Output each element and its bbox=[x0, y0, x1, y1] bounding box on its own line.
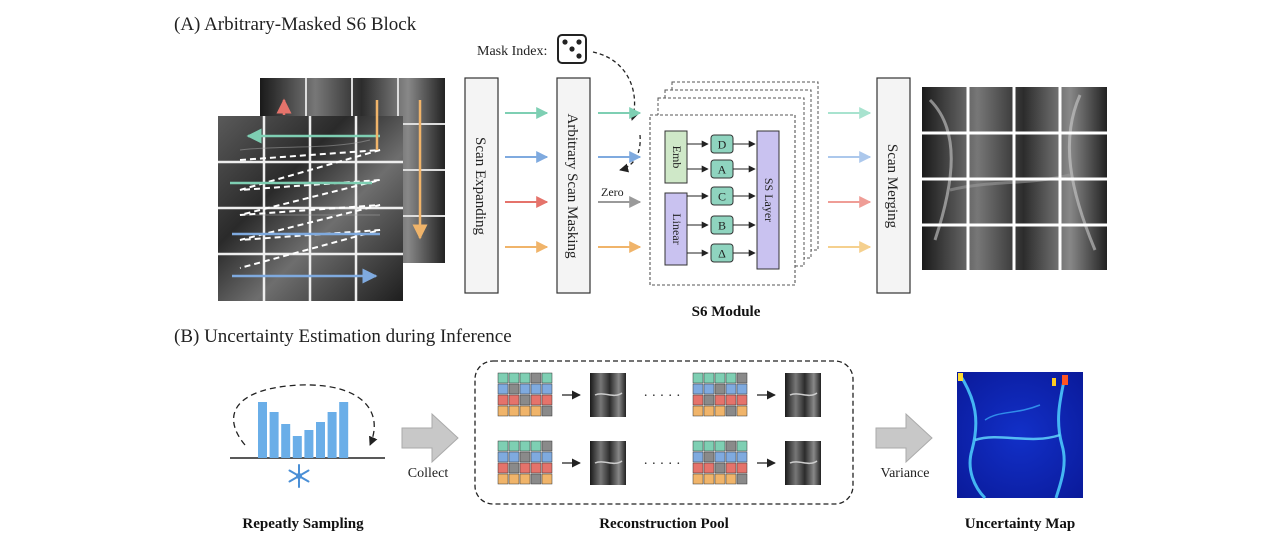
scan-merging-box bbox=[876, 77, 911, 294]
param-label: A bbox=[718, 163, 727, 177]
scan-expanding-box bbox=[464, 77, 499, 294]
s6-module-label: S6 Module bbox=[692, 304, 761, 320]
emb-label: Emb bbox=[670, 146, 684, 169]
sample-bar bbox=[316, 422, 325, 458]
param-label: C bbox=[718, 190, 726, 204]
sample-bar bbox=[269, 412, 279, 458]
sample-bar bbox=[258, 402, 267, 458]
variance-label: Variance bbox=[881, 466, 930, 481]
sampling-diagram bbox=[230, 384, 385, 488]
collect-arrow bbox=[401, 412, 459, 464]
variance-arrow bbox=[875, 412, 933, 464]
pool-ellipsis: · · · · · bbox=[643, 457, 680, 472]
scan-merging-label: Scan Merging bbox=[884, 144, 900, 229]
sample-bar bbox=[327, 412, 337, 458]
scan-masking-label: Arbitrary Scan Masking bbox=[564, 114, 580, 259]
sample-bar bbox=[304, 430, 314, 458]
param-label: B bbox=[718, 219, 726, 233]
scan-masking-box bbox=[556, 77, 591, 294]
mask-grid bbox=[692, 440, 748, 485]
sample-bar bbox=[339, 402, 349, 458]
sample-bar bbox=[292, 436, 302, 458]
recon-thumbnail bbox=[590, 441, 626, 485]
section-b-title: (B) Uncertainty Estimation during Infere… bbox=[174, 326, 512, 347]
linear-box bbox=[664, 192, 688, 266]
mask-index-arrow-2 bbox=[619, 134, 641, 173]
recon-thumbnail bbox=[590, 373, 626, 417]
dice-icon bbox=[557, 34, 587, 64]
mask-index-label: Mask Index: bbox=[477, 44, 547, 59]
ss-layer-box bbox=[756, 130, 780, 270]
sample-bar bbox=[281, 424, 291, 458]
param-label: D bbox=[718, 138, 727, 152]
mask-index-arrow-1 bbox=[592, 51, 639, 121]
output-mri bbox=[922, 87, 1107, 270]
emb-box bbox=[664, 130, 688, 184]
repeatly-sampling-label: Repeatly Sampling bbox=[242, 516, 364, 532]
zero-label: Zero bbox=[601, 185, 624, 199]
scan-expanding-label: Scan Expanding bbox=[472, 137, 488, 235]
linear-label: Linear bbox=[670, 213, 684, 244]
uncertainty-map bbox=[957, 372, 1083, 500]
mask-grid bbox=[497, 440, 553, 485]
reconstruction-pool-box bbox=[474, 360, 854, 505]
recon-thumbnail bbox=[785, 441, 821, 485]
pool-ellipsis: · · · · · bbox=[643, 389, 680, 404]
s6-module: Emb Linear DAC BΔ SS Layer bbox=[649, 81, 819, 286]
section-a-title: (A) Arbitrary-Masked S6 Block bbox=[174, 14, 417, 35]
reconstruction-pool-label: Reconstruction Pool bbox=[599, 516, 729, 532]
mask-grid bbox=[497, 372, 553, 417]
param-label: Δ bbox=[718, 247, 726, 261]
recon-thumbnail bbox=[785, 373, 821, 417]
ss-layer-label: SS Layer bbox=[762, 178, 776, 222]
collect-label: Collect bbox=[408, 466, 449, 481]
uncertainty-map-label: Uncertainty Map bbox=[965, 516, 1075, 532]
mask-grid bbox=[692, 372, 748, 417]
input-mri-stack bbox=[218, 78, 445, 301]
snowflake-icon bbox=[288, 464, 310, 488]
